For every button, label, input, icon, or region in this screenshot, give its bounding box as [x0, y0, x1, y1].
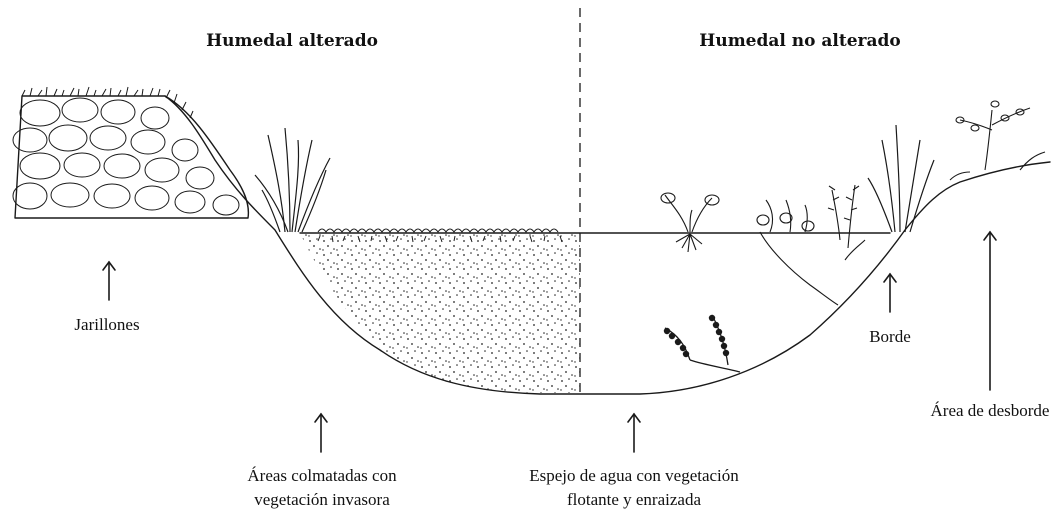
- reeds-left: [254, 127, 331, 233]
- submerged-leaves: [663, 314, 730, 358]
- arrow-espejo-agua: [627, 412, 641, 453]
- label-espejo-line2: flotante y enraizada: [567, 490, 701, 509]
- floating-plant: [660, 192, 720, 253]
- silted-area-fill: [300, 233, 580, 393]
- rooted-plants-right: [756, 184, 866, 306]
- arrow-jarillones: [102, 260, 116, 301]
- title-altered-wetland: Humedal alterado: [206, 31, 378, 51]
- floodplain-shrub: [949, 100, 1046, 181]
- embankment-stones: [12, 95, 250, 219]
- reeds-right: [867, 124, 935, 233]
- label-borde: Borde: [869, 327, 911, 346]
- title-unaltered-wetland: Humedal no alterado: [699, 31, 900, 51]
- label-areas-line1: Áreas colmatadas con: [247, 466, 397, 485]
- arrow-borde: [883, 272, 897, 313]
- invasive-mat: [317, 228, 563, 243]
- arrow-area-desborde: [983, 230, 997, 391]
- arrows: [102, 230, 997, 453]
- arrow-areas-colmatadas: [314, 412, 328, 453]
- label-areas-line2: vegetación invasora: [254, 490, 390, 509]
- label-espejo-line1: Espejo de agua con vegetación: [529, 466, 739, 485]
- label-jarillones: Jarillones: [74, 315, 139, 334]
- label-area-desborde: Área de desborde: [931, 401, 1050, 420]
- embankment-grass: [21, 86, 194, 119]
